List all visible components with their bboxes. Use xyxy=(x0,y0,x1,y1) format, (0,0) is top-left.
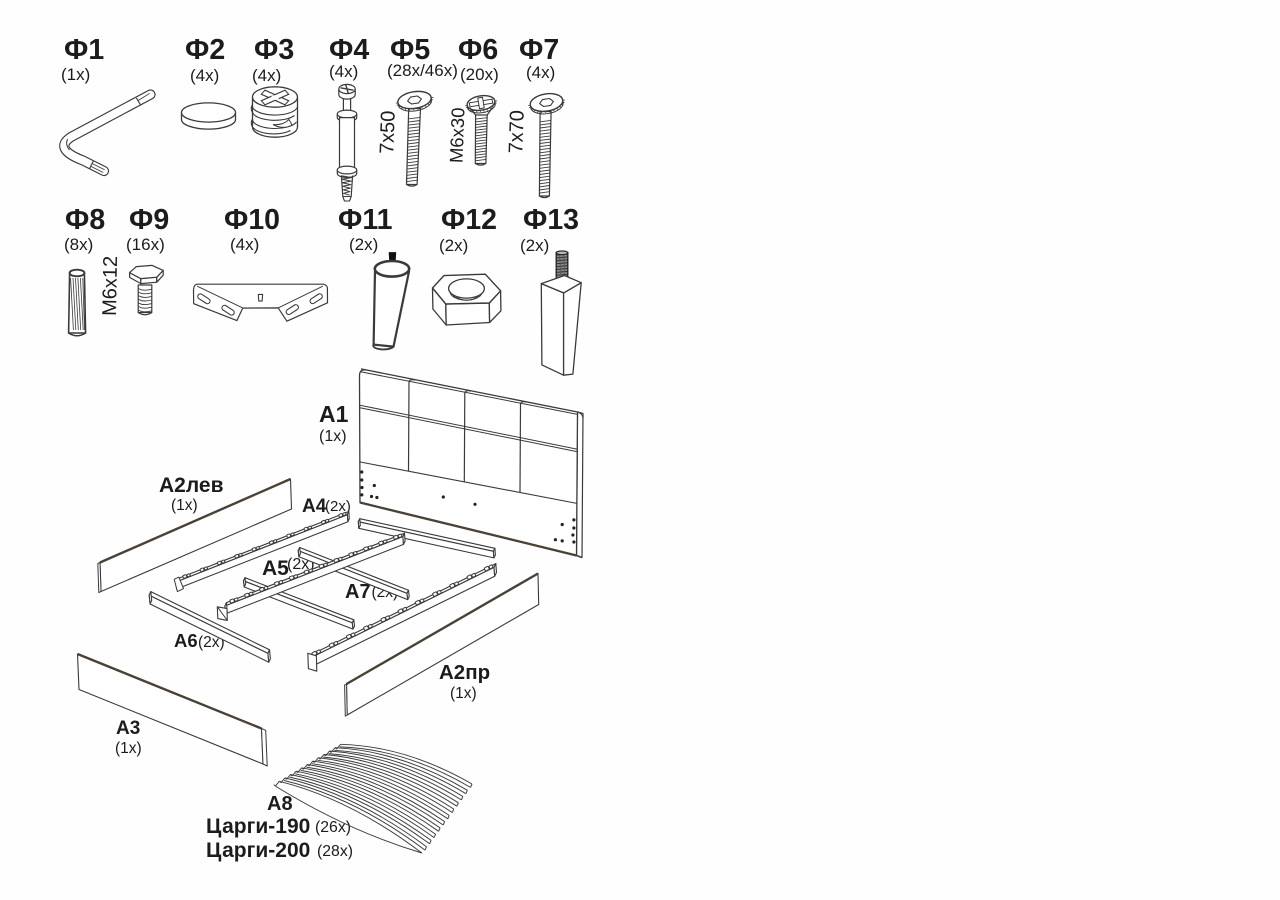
svg-text:(2x): (2x) xyxy=(325,498,351,515)
svg-text:(4x): (4x) xyxy=(329,62,358,81)
svg-text:(1x): (1x) xyxy=(171,497,198,514)
svg-text:Ф11: Ф11 xyxy=(338,204,393,236)
svg-text:A1: A1 xyxy=(319,401,349,427)
svg-text:А2пр: А2пр xyxy=(439,661,490,684)
svg-text:Ф2: Ф2 xyxy=(185,34,225,66)
svg-text:Ф3: Ф3 xyxy=(254,34,294,66)
svg-text:Царги-190: Царги-190 xyxy=(206,815,310,838)
svg-text:Ф9: Ф9 xyxy=(129,204,169,236)
svg-text:(1x): (1x) xyxy=(450,685,477,702)
svg-text:Ф7: Ф7 xyxy=(519,34,559,66)
svg-text:(8x): (8x) xyxy=(64,235,93,254)
svg-text:7x70: 7x70 xyxy=(505,110,529,154)
svg-text:(4x): (4x) xyxy=(190,66,219,85)
svg-text:Ф4: Ф4 xyxy=(329,34,369,66)
svg-text:(2x): (2x) xyxy=(439,236,468,255)
svg-text:Царги-200: Царги-200 xyxy=(206,839,310,862)
svg-text:M6x12: M6x12 xyxy=(99,256,122,316)
svg-text:(2x): (2x) xyxy=(198,634,225,651)
svg-text:A5: A5 xyxy=(262,557,289,580)
svg-text:(28x/46x): (28x/46x) xyxy=(387,61,458,80)
svg-text:Ф5: Ф5 xyxy=(390,34,430,66)
svg-text:(1x): (1x) xyxy=(115,740,142,757)
svg-text:(4x): (4x) xyxy=(526,63,555,82)
svg-text:A8: A8 xyxy=(267,793,293,815)
svg-text:(2x): (2x) xyxy=(520,236,549,255)
svg-text:(1x): (1x) xyxy=(319,428,347,445)
svg-text:M6x30: M6x30 xyxy=(446,107,469,163)
svg-text:A6: A6 xyxy=(174,630,198,651)
svg-text:A7: A7 xyxy=(345,581,371,603)
svg-text:7x50: 7x50 xyxy=(376,110,400,154)
svg-text:А2лев: А2лев xyxy=(159,474,224,497)
svg-text:(28x): (28x) xyxy=(317,843,353,860)
svg-text:A4: A4 xyxy=(302,496,327,517)
svg-text:(1x): (1x) xyxy=(61,65,90,84)
svg-text:(16x): (16x) xyxy=(126,235,165,254)
svg-text:Ф8: Ф8 xyxy=(65,204,105,236)
svg-text:Ф1: Ф1 xyxy=(64,34,104,66)
svg-text:(2x): (2x) xyxy=(349,235,378,254)
svg-text:Ф13: Ф13 xyxy=(523,204,579,236)
svg-text:(4x): (4x) xyxy=(230,235,259,254)
svg-text:(20x): (20x) xyxy=(460,65,499,84)
svg-text:Ф10: Ф10 xyxy=(224,204,280,236)
svg-text:(26x): (26x) xyxy=(315,819,351,836)
svg-text:A3: A3 xyxy=(116,718,140,739)
svg-text:Ф12: Ф12 xyxy=(441,204,497,236)
svg-text:Ф6: Ф6 xyxy=(458,34,498,66)
svg-text:(4x): (4x) xyxy=(252,66,281,85)
